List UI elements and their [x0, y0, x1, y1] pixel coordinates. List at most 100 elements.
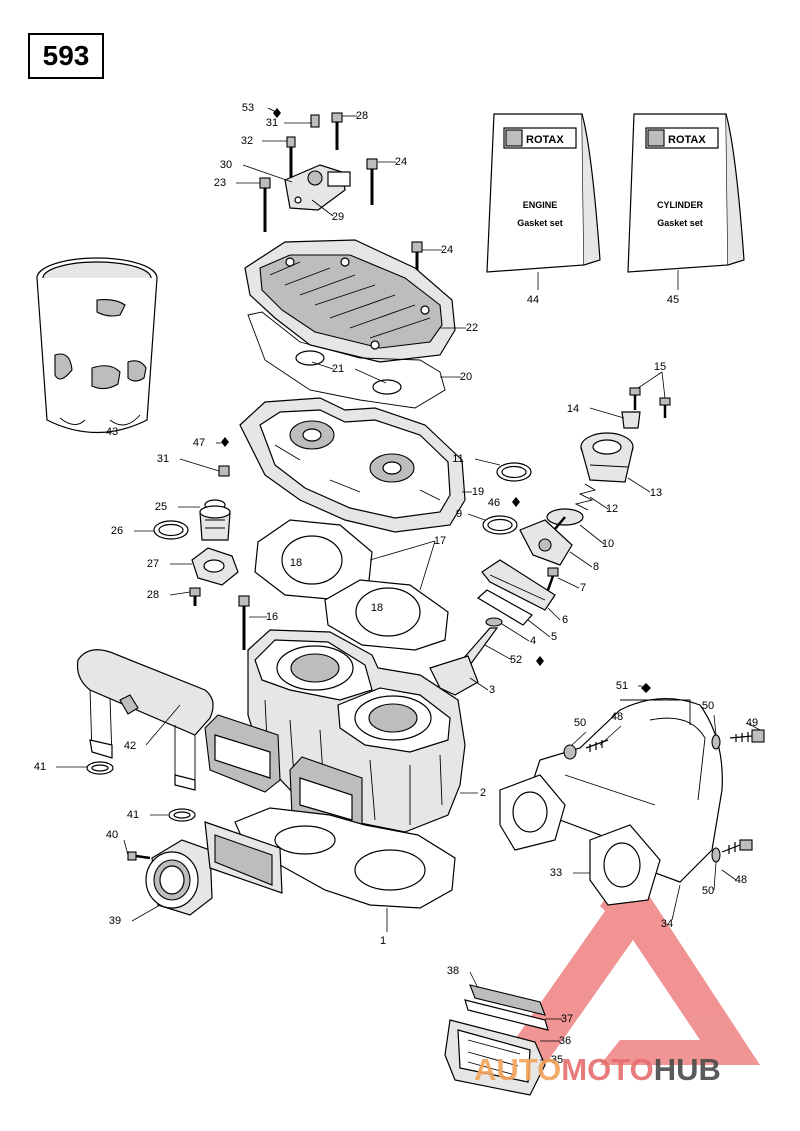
callout-c3: 3 — [489, 684, 495, 696]
callout-c32: 32 — [241, 135, 253, 147]
book45-line1: CYLINDER — [657, 200, 704, 210]
callout-c22: 22 — [466, 322, 478, 334]
part-13-valve-cover — [580, 432, 634, 483]
callout-c40: 40 — [106, 829, 118, 841]
part-3-valve-blade — [429, 655, 479, 696]
part-26-o-ring — [153, 520, 189, 540]
callout-c5: 5 — [551, 631, 557, 643]
gasket-set-book-44: ROTAX ENGINE Gasket set — [486, 113, 601, 273]
part-14-cap — [621, 411, 641, 429]
callout-c28a: 28 — [356, 110, 368, 122]
part-33-exhaust-gaskets — [499, 774, 661, 906]
part-6-housing — [481, 559, 556, 611]
part-39-intake-adapter — [145, 821, 283, 916]
callout-c21: 21 — [332, 363, 344, 375]
callout-c26: 26 — [111, 525, 123, 537]
watermark-text: AUTOMOTOHUB — [474, 1052, 721, 1087]
callout-c1: 1 — [380, 935, 386, 947]
callout-c18b: 18 — [371, 602, 383, 614]
callout-c6: 6 — [562, 614, 568, 626]
callout-c13: 13 — [650, 487, 662, 499]
part-17-18-head-gaskets — [254, 519, 449, 651]
part-27-thermostat-cover — [191, 547, 239, 586]
part-52-valve-rod — [461, 627, 544, 666]
part-11-o-ring — [496, 462, 532, 482]
callout-c33: 33 — [550, 867, 562, 879]
callout-c41b: 41 — [127, 809, 139, 821]
callout-c49: 49 — [746, 717, 758, 729]
callout-c31b: 31 — [157, 453, 169, 465]
part-43-cylinder-liner — [36, 257, 158, 433]
callout-c17: 17 — [434, 535, 446, 547]
part-28-bolt — [189, 587, 201, 606]
callout-c29: 29 — [332, 211, 344, 223]
book44-line1: ENGINE — [523, 200, 558, 210]
callout-c14: 14 — [567, 403, 579, 415]
callout-c39: 39 — [109, 915, 121, 927]
callout-c24b: 24 — [441, 244, 453, 256]
part-40-screw — [127, 851, 151, 861]
svg-text:AUTOMOTOHUB: AUTOMOTOHUB — [474, 1052, 721, 1087]
callout-c38: 38 — [447, 965, 459, 977]
callout-c44: 44 — [527, 294, 539, 306]
callout-c8: 8 — [593, 561, 599, 573]
callout-c11: 11 — [452, 453, 463, 465]
book45-line2: Gasket set — [657, 218, 703, 228]
callout-c51: 51 — [616, 680, 628, 692]
part-12-spring — [574, 483, 597, 511]
callout-c15: 15 — [654, 361, 666, 373]
page-code-box: 593 — [28, 33, 104, 79]
callout-c4: 4 — [530, 635, 536, 647]
callout-c19: 19 — [472, 486, 484, 498]
callout-c53: 53 — [242, 102, 254, 114]
callout-c52: 52 — [510, 654, 522, 666]
callout-c50b: 50 — [702, 700, 714, 712]
callout-c18a: 18 — [290, 557, 302, 569]
part-20-21-seals — [247, 311, 446, 409]
callout-c31a: 31 — [266, 117, 278, 129]
callout-c23: 23 — [214, 177, 226, 189]
callout-c50c: 50 — [702, 885, 714, 897]
callout-c36: 36 — [559, 1035, 571, 1047]
part-51-nut — [641, 683, 651, 693]
callout-c48b: 48 — [735, 874, 747, 886]
callout-c24a: 24 — [395, 156, 407, 168]
callout-c42: 42 — [124, 740, 136, 752]
part-1-base-gasket — [234, 807, 456, 909]
callout-c20: 20 — [460, 371, 472, 383]
callout-c43: 43 — [106, 426, 118, 438]
part-15-screws — [629, 387, 671, 418]
callout-c45: 45 — [667, 294, 679, 306]
part-8-valve-block — [519, 519, 573, 566]
part-4-washer — [485, 617, 503, 627]
callout-c16: 16 — [266, 611, 278, 623]
callout-c46: 46 — [488, 497, 500, 509]
part-19-cylinder-head — [239, 397, 466, 533]
part-29-30-water-outlet — [284, 164, 351, 211]
callout-c30: 30 — [220, 159, 232, 171]
callout-c25: 25 — [155, 501, 167, 513]
part-41-clamp-left — [86, 761, 114, 775]
part-22-cylinder-head-cover — [244, 239, 456, 363]
callout-c41a: 41 — [34, 761, 46, 773]
callout-c34: 34 — [661, 918, 673, 930]
callout-c48a: 48 — [611, 711, 623, 723]
part-50-washers — [563, 734, 721, 863]
part-25-thermostat — [199, 499, 231, 541]
part-42-manifold-tube — [76, 649, 214, 791]
callout-c50a: 50 — [574, 717, 586, 729]
callout-c28b: 28 — [147, 589, 159, 601]
callout-c27: 27 — [147, 558, 159, 570]
callout-c2: 2 — [480, 787, 486, 799]
watermark-part-c: HUB — [654, 1052, 721, 1087]
top-bolts-group — [259, 108, 423, 288]
part-48-studs — [585, 739, 753, 854]
gasket-set-book-45: ROTAX CYLINDER Gasket set — [627, 113, 745, 273]
callout-c9: 9 — [456, 508, 462, 520]
callout-c12: 12 — [606, 503, 618, 515]
callout-c7: 7 — [580, 582, 586, 594]
book44-line2: Gasket set — [517, 218, 563, 228]
callout-c10: 10 — [602, 538, 614, 550]
part-9-o-ring — [482, 515, 518, 535]
